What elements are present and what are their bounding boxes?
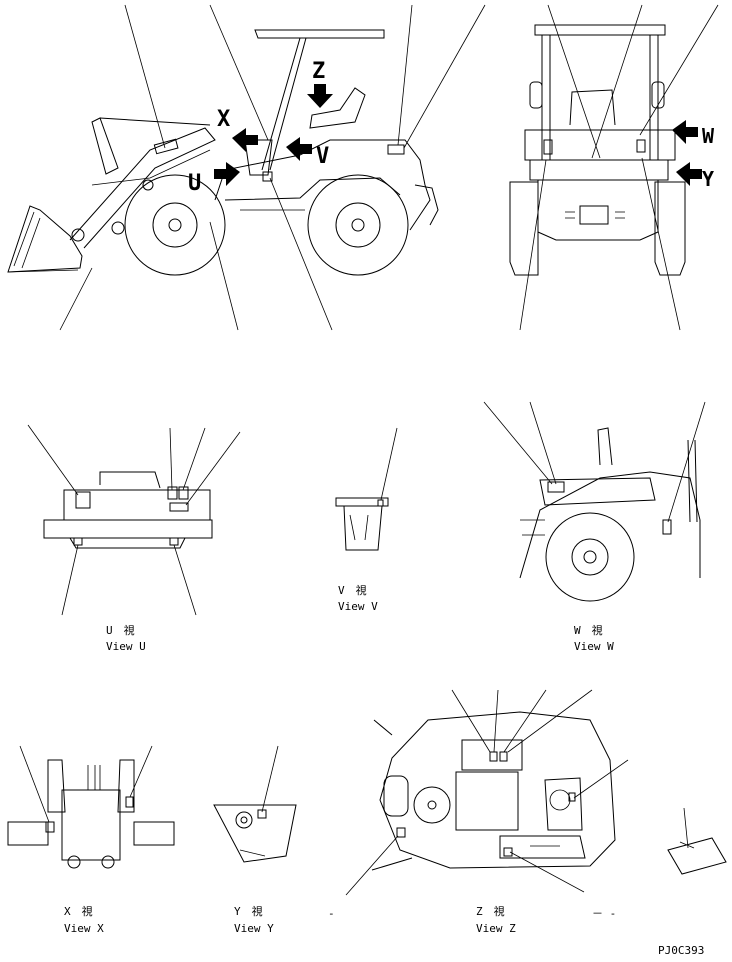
view-w-drawing	[483, 401, 706, 602]
decal-z-4	[503, 847, 513, 857]
label-y: Y	[702, 167, 714, 191]
label-x: X	[217, 107, 230, 132]
loader-rear-view: W Y	[509, 4, 719, 331]
decal-w-top	[547, 481, 565, 493]
decal-u-left	[75, 491, 91, 509]
arrow-u	[214, 162, 240, 186]
view-u-title-jp: U 視	[106, 623, 135, 637]
label-z: Z	[312, 59, 325, 84]
label-u: U	[188, 171, 201, 196]
view-x-drawing	[7, 745, 175, 869]
decal-hood	[387, 144, 405, 155]
view-x-title-en: View X	[64, 922, 104, 935]
arrow-x	[232, 128, 258, 152]
view-z-drawing	[345, 689, 629, 896]
view-v-title-jp: V 視	[338, 583, 367, 597]
view-u-drawing	[27, 424, 241, 616]
view-v-title-en: View V	[338, 600, 378, 613]
decal-z-5	[396, 827, 406, 838]
view-v-drawing	[335, 427, 398, 551]
view-w-title-jp: W 視	[574, 623, 603, 637]
rear-wheel	[307, 174, 409, 276]
label-v: V	[316, 144, 329, 169]
view-y-drawing	[213, 745, 297, 863]
decal-rear-right	[636, 139, 646, 153]
decal-z-1	[489, 751, 498, 762]
decal-rear-left	[543, 139, 553, 155]
front-wheel	[124, 174, 226, 276]
loader-side-view: Z X V U	[7, 4, 486, 331]
arrow-y	[676, 162, 702, 186]
decal-step	[262, 171, 273, 182]
decal-v	[377, 499, 384, 507]
arrow-v	[286, 137, 312, 161]
arrow-z	[307, 84, 333, 108]
label-w: W	[702, 124, 715, 148]
view-z-title-jp: Z 視	[476, 904, 505, 918]
view-y-title-en: View Y	[234, 922, 274, 935]
decal-y	[257, 809, 267, 819]
decal-z-2	[499, 751, 508, 762]
view-y-dash: -	[328, 907, 335, 920]
view-z-dash: － -	[592, 907, 616, 920]
decal-x-right	[125, 796, 134, 808]
view-z-title-en: View Z	[476, 922, 516, 935]
view-y-title-jp: Y 視	[234, 904, 263, 918]
arrow-w	[672, 120, 698, 144]
loose-decal	[667, 807, 727, 875]
decal-boom	[153, 138, 179, 155]
drawing-code: PJ0C393	[658, 944, 704, 957]
view-x-title-jp: X 視	[64, 904, 93, 918]
view-w-title-en: View W	[574, 640, 614, 653]
view-u-title-en: View U	[106, 640, 146, 653]
decal-x-left	[45, 821, 55, 833]
decal-w-side	[662, 519, 672, 535]
